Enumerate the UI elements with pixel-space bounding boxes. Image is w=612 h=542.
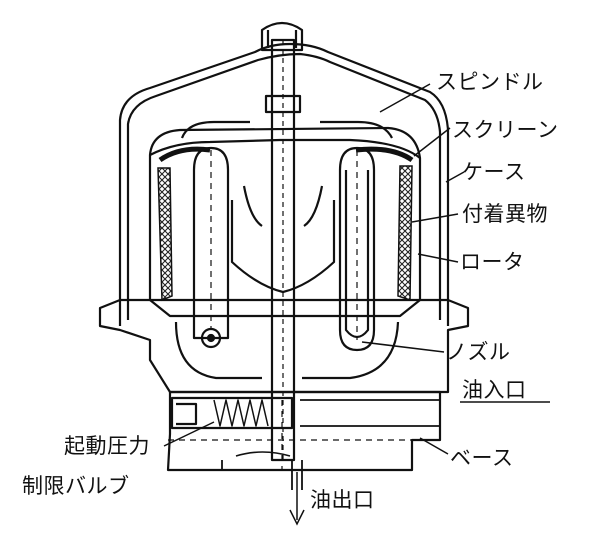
leader-rotor bbox=[417, 253, 459, 263]
leader-screen bbox=[413, 127, 451, 157]
label-deposits: 付着異物 bbox=[462, 202, 548, 226]
label-oil-outlet: 油出口 bbox=[310, 488, 375, 512]
label-rotor: ロータ bbox=[460, 250, 525, 274]
case-inner-line bbox=[126, 52, 442, 320]
leader-relief-valve bbox=[163, 421, 215, 447]
leader-case bbox=[445, 171, 465, 183]
case-outline bbox=[118, 42, 450, 326]
deposit-layer-right bbox=[397, 165, 413, 302]
valve-spring bbox=[213, 399, 269, 427]
label-spindle: スピンドル bbox=[436, 70, 544, 94]
label-nozzle: ノズル bbox=[446, 340, 511, 364]
deposit-layer-left bbox=[157, 167, 173, 302]
label-relief-valve-line2: 制限バルブ bbox=[22, 474, 130, 498]
flow-arrow-outlet bbox=[289, 509, 305, 526]
base-housing bbox=[98, 298, 470, 394]
label-case: ケース bbox=[462, 160, 526, 184]
leader-base bbox=[419, 437, 449, 455]
standpipe-left bbox=[192, 146, 230, 340]
base-block bbox=[166, 390, 442, 472]
label-screen: スクリーン bbox=[452, 118, 559, 142]
label-relief-valve-line1: 起動圧力 bbox=[64, 434, 150, 458]
leader-nozzle bbox=[361, 341, 445, 353]
standpipe-right bbox=[338, 146, 376, 352]
leader-spindle bbox=[379, 83, 431, 113]
cap-nut bbox=[260, 21, 304, 52]
rotor-outline bbox=[148, 126, 422, 318]
leader-deposits bbox=[411, 213, 459, 223]
label-oil-inlet: 油入口 bbox=[462, 378, 527, 402]
label-base: ベース bbox=[450, 446, 514, 470]
relief-valve bbox=[170, 396, 294, 430]
